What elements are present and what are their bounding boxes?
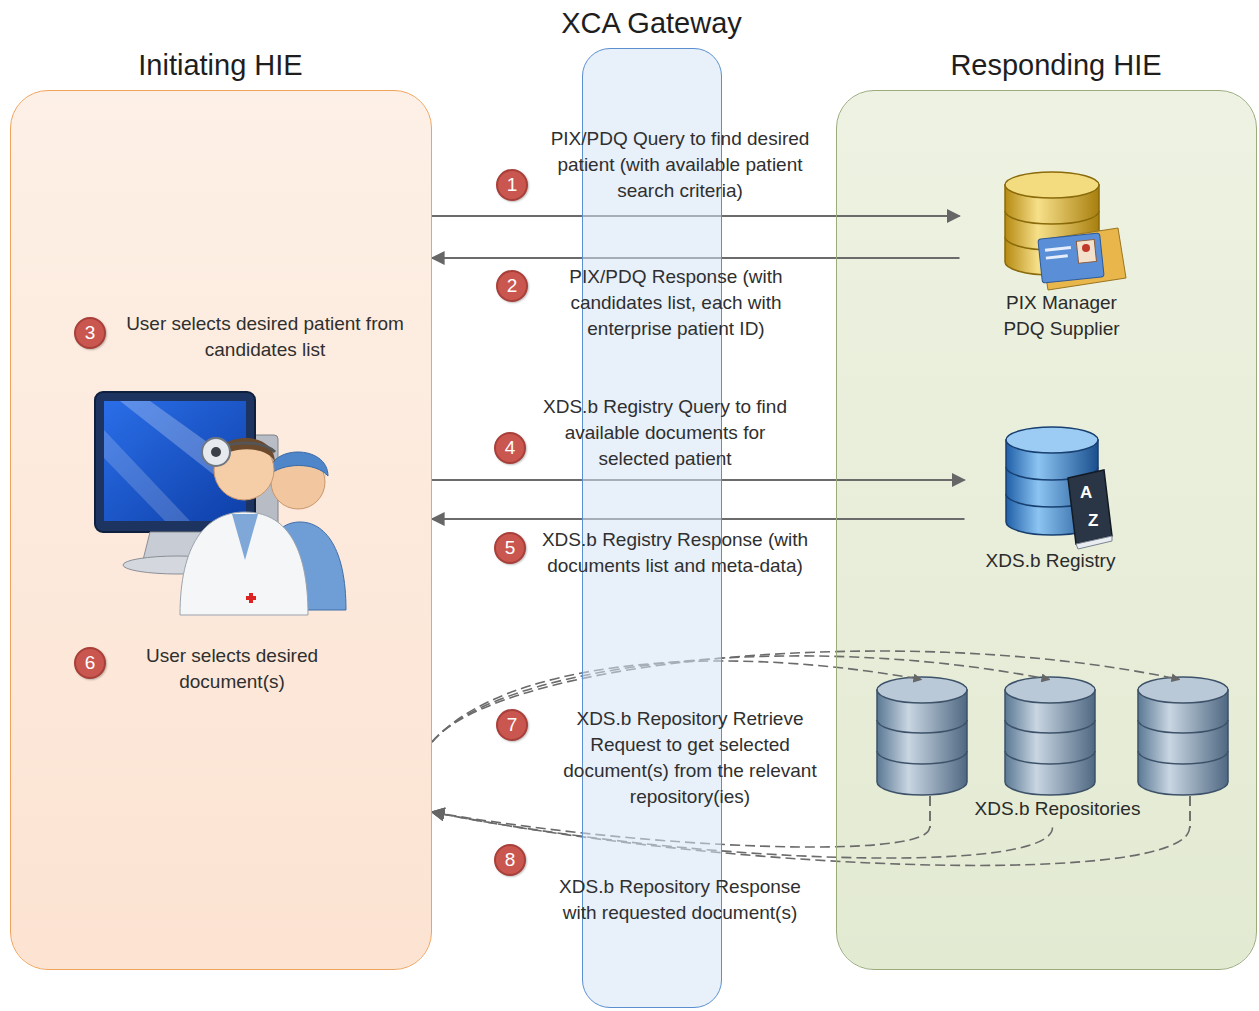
callout-number: 5	[494, 532, 526, 564]
icon-letter: Z	[1088, 512, 1098, 530]
connector-line	[432, 651, 1180, 742]
edge-label: XDS.b Repository Response with requested…	[549, 874, 811, 926]
node-label-row: PIX Manager PDQ Supplier	[960, 290, 1164, 342]
callout-number: 8	[494, 844, 526, 876]
node-label-row: XDS.b Repositories	[870, 796, 1246, 822]
node-label: PIX Manager PDQ Supplier	[987, 290, 1137, 342]
flow-arrow	[432, 651, 1180, 742]
edge-label: PIX/PDQ Query to find desired patient (w…	[530, 126, 830, 204]
callout-number: 6	[74, 647, 106, 679]
callout-number: 3	[74, 317, 106, 349]
region-heading: Initiating HIE	[138, 49, 302, 82]
edge-label: XDS.b Registry Query to find available d…	[534, 394, 796, 472]
callout-number: 1	[496, 169, 528, 201]
icon-letter: A	[1080, 484, 1092, 502]
edge-label: XDS.b Registry Response (with documents …	[535, 527, 815, 579]
step-note: User selects desired document(s)	[125, 643, 340, 695]
node-label: XDS.b Registry	[986, 548, 1116, 574]
service-node: PIX Manager PDQ Supplier	[960, 160, 1164, 348]
region-box: Initiating HIE	[10, 90, 432, 970]
service-node: XDS.b Repositories	[870, 680, 1246, 828]
connector-line	[432, 812, 1053, 858]
edge-label: PIX/PDQ Response (with candidates list, …	[536, 264, 816, 342]
step-note: User selects desired patient from candid…	[120, 311, 410, 363]
connector-line	[432, 656, 1050, 742]
node-label-row: XDS.b Registry	[965, 548, 1137, 574]
callout-number: 4	[494, 432, 526, 464]
connector-line	[432, 812, 1190, 865]
region-heading: XCA Gateway	[561, 7, 742, 40]
region-box: Responding HIEPIX Manager PDQ SupplierXD…	[836, 90, 1257, 970]
flow-arrow	[432, 812, 1190, 865]
service-node: XDS.b Registry	[965, 420, 1137, 580]
edge-label: XDS.b Repository Retrieve Request to get…	[554, 706, 826, 810]
node-label: XDS.b Repositories	[975, 796, 1141, 822]
region-heading: Responding HIE	[950, 49, 1161, 82]
callout-number: 2	[496, 270, 528, 302]
callout-number: 7	[496, 709, 528, 741]
